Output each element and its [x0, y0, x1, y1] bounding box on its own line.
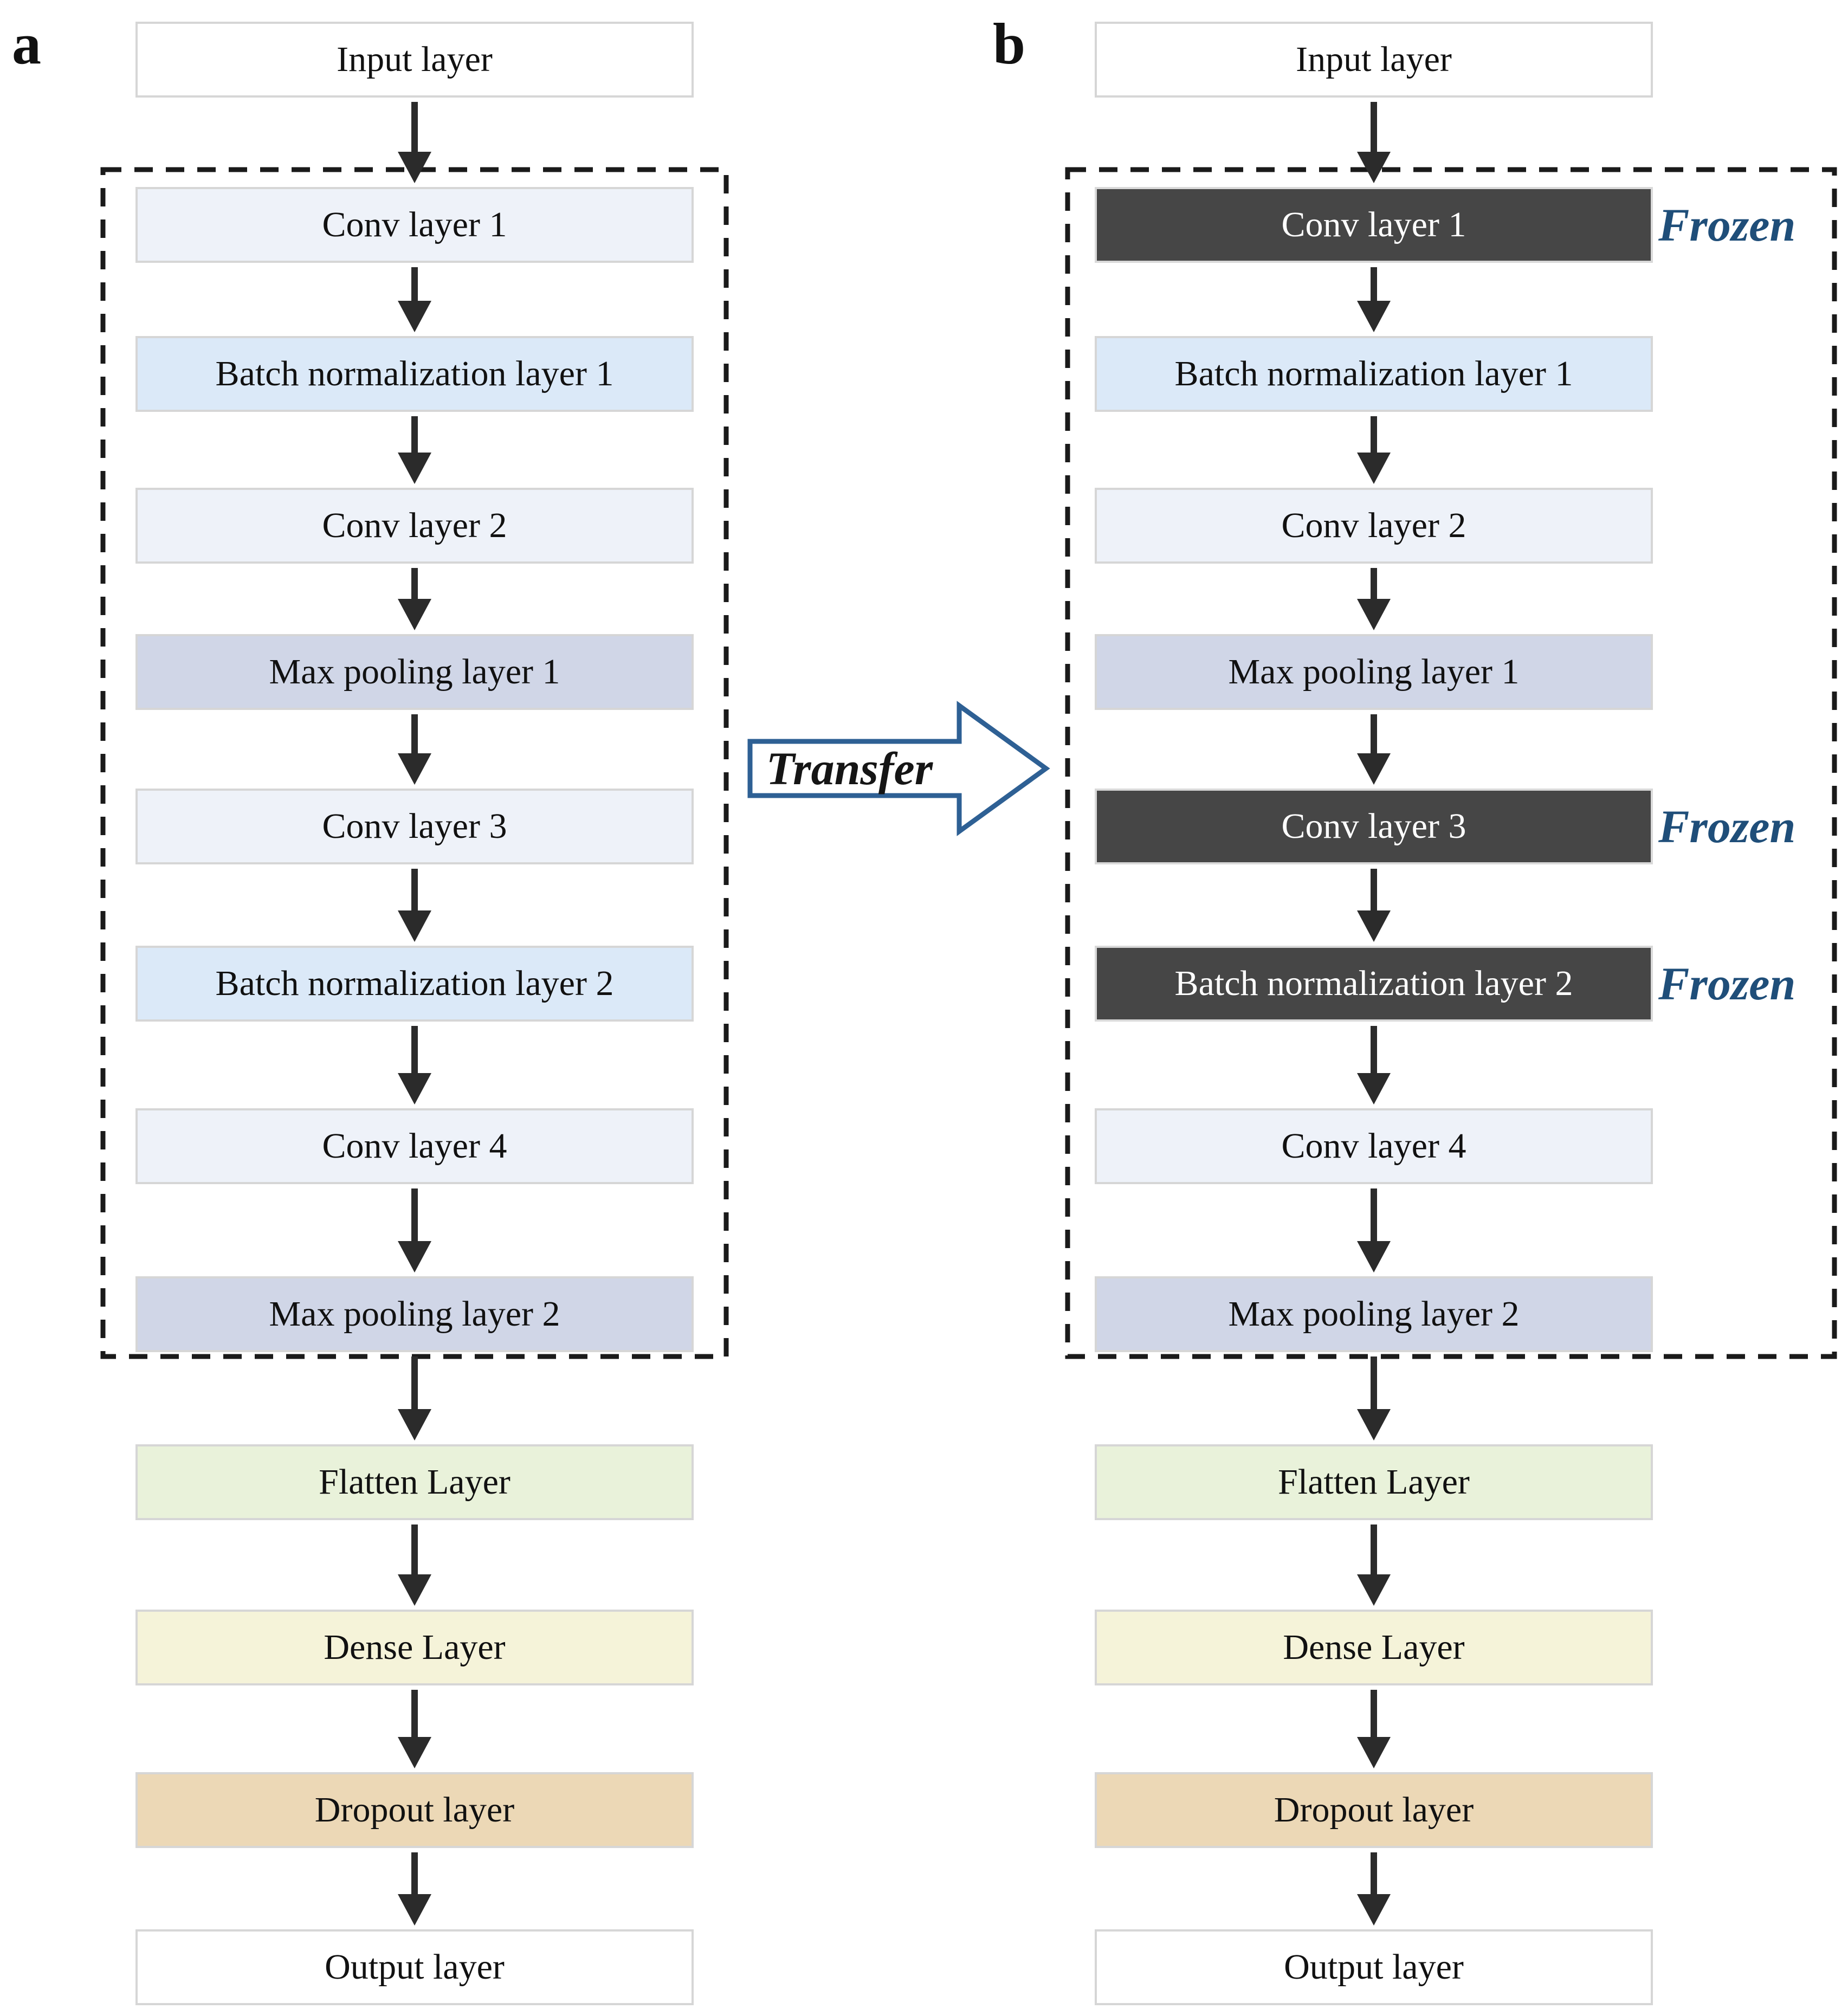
- down-arrow-icon: [398, 869, 431, 942]
- panel-a-box-bn1: Batch normalization layer 1: [135, 336, 694, 412]
- down-arrow-icon: [398, 416, 431, 484]
- panel-a-box-flatten: Flatten Layer: [135, 1444, 694, 1520]
- panel-a-box-dropout: Dropout layer: [135, 1772, 694, 1848]
- down-arrow-icon: [398, 267, 431, 332]
- panel-a-box-conv2: Conv layer 2: [135, 488, 694, 564]
- panel-a-box-dense: Dense Layer: [135, 1610, 694, 1685]
- panel-b-box-maxpool2: Max pooling layer 2: [1095, 1276, 1653, 1352]
- panel-b-box-bn2-frozen: Batch normalization layer 2: [1095, 946, 1653, 1022]
- down-arrow-icon: [398, 1026, 431, 1104]
- down-arrow-icon: [1357, 102, 1391, 183]
- transfer-block-arrow-icon: [747, 701, 1050, 836]
- down-arrow-icon: [1357, 1026, 1391, 1104]
- down-arrow-icon: [398, 102, 431, 183]
- panel-b-box-dropout: Dropout layer: [1095, 1772, 1653, 1848]
- panel-b-box-bn1: Batch normalization layer 1: [1095, 336, 1653, 412]
- panel-a: Input layer Conv layer 1 Batch normaliza…: [135, 0, 694, 2009]
- panel-a-box-conv3: Conv layer 3: [135, 789, 694, 864]
- panel-a-box-conv4: Conv layer 4: [135, 1108, 694, 1184]
- down-arrow-icon: [398, 1188, 431, 1272]
- down-arrow-icon: [398, 1356, 431, 1440]
- down-arrow-icon: [398, 714, 431, 785]
- down-arrow-icon: [398, 568, 431, 630]
- down-arrow-icon: [1357, 267, 1391, 332]
- down-arrow-icon: [1357, 1356, 1391, 1440]
- panel-b-box-conv3-frozen: Conv layer 3: [1095, 789, 1653, 864]
- frozen-annotation-conv1: Frozen: [1658, 199, 1796, 251]
- transfer-label: Transfer: [766, 742, 933, 794]
- panel-b-caption-label: b: [993, 12, 1026, 76]
- panel-b-box-flatten: Flatten Layer: [1095, 1444, 1653, 1520]
- panel-b-box-conv1-frozen: Conv layer 1: [1095, 187, 1653, 263]
- down-arrow-icon: [398, 1690, 431, 1768]
- panel-b-box-input: Input layer: [1095, 22, 1653, 98]
- panel-a-box-bn2: Batch normalization layer 2: [135, 946, 694, 1022]
- panel-a-caption-label: a: [12, 12, 41, 76]
- panel-b-box-output: Output layer: [1095, 1929, 1653, 2005]
- down-arrow-icon: [1357, 1690, 1391, 1768]
- down-arrow-icon: [1357, 714, 1391, 785]
- down-arrow-icon: [398, 1524, 431, 1606]
- panel-b: Input layer Conv layer 1 Batch normaliza…: [1095, 0, 1653, 2009]
- down-arrow-icon: [1357, 416, 1391, 484]
- down-arrow-icon: [1357, 1852, 1391, 1926]
- panel-a-box-input: Input layer: [135, 22, 694, 98]
- panel-a-box-conv1: Conv layer 1: [135, 187, 694, 263]
- panel-a-box-maxpool2: Max pooling layer 2: [135, 1276, 694, 1352]
- down-arrow-icon: [1357, 1524, 1391, 1606]
- panel-b-box-maxpool1: Max pooling layer 1: [1095, 634, 1653, 710]
- panel-b-box-dense: Dense Layer: [1095, 1610, 1653, 1685]
- panel-a-box-output: Output layer: [135, 1929, 694, 2005]
- down-arrow-icon: [398, 1852, 431, 1926]
- down-arrow-icon: [1357, 869, 1391, 942]
- panel-b-box-conv4: Conv layer 4: [1095, 1108, 1653, 1184]
- down-arrow-icon: [1357, 568, 1391, 630]
- panel-a-box-maxpool1: Max pooling layer 1: [135, 634, 694, 710]
- down-arrow-icon: [1357, 1188, 1391, 1272]
- frozen-annotation-bn2: Frozen: [1658, 958, 1796, 1010]
- panel-b-box-conv2: Conv layer 2: [1095, 488, 1653, 564]
- frozen-annotation-conv3: Frozen: [1658, 800, 1796, 852]
